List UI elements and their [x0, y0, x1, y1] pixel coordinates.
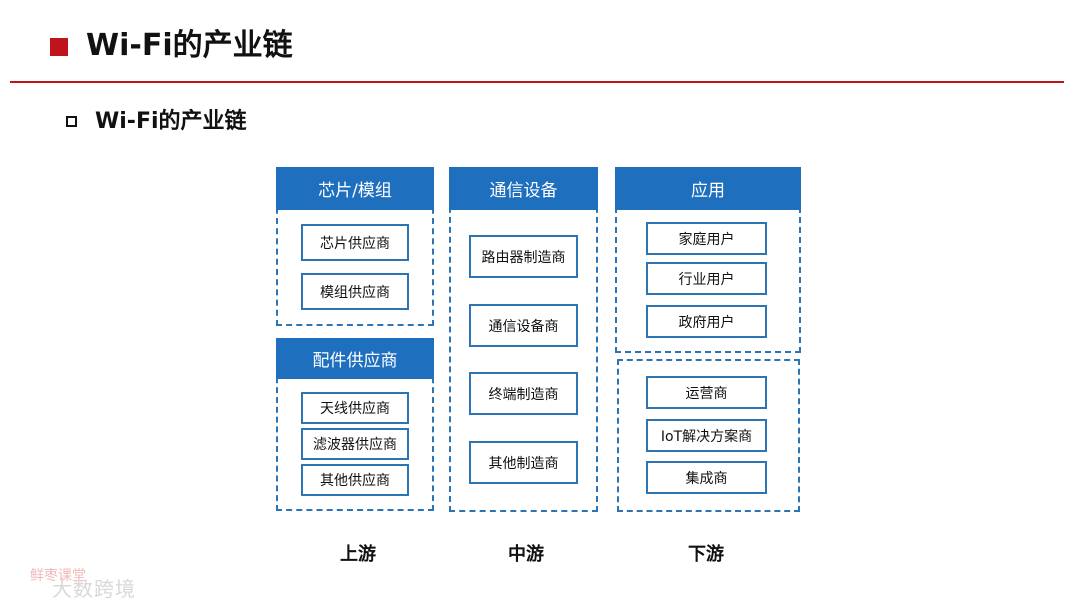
module-supplier-box: 模组供应商: [301, 273, 409, 310]
downstream-provider-panel: [617, 359, 800, 512]
chip-supplier-box: 芯片供应商: [301, 224, 409, 261]
filter-supplier-box: 滤波器供应商: [301, 428, 409, 460]
watermark-text: 大数跨境: [52, 577, 136, 601]
midstream-header: 通信设备: [449, 167, 598, 210]
page-title: Wi-Fi的产业链: [86, 28, 293, 63]
operator-box: 运营商: [646, 376, 767, 409]
downstream-application-header: 应用: [615, 167, 801, 210]
terminal-maker-box: 终端制造商: [469, 372, 578, 415]
home-user-box: 家庭用户: [646, 222, 767, 255]
section-subtitle: Wi-Fi的产业链: [95, 109, 247, 134]
government-user-box: 政府用户: [646, 305, 767, 338]
watermark-top-text: 鲜枣课堂: [30, 568, 86, 584]
industry-user-box: 行业用户: [646, 262, 767, 295]
midstream-label: 中游: [508, 544, 544, 565]
comm-equipment-vendor-box: 通信设备商: [469, 304, 578, 347]
upstream-chip-module-header: 芯片/模组: [276, 167, 434, 210]
title-divider: [10, 81, 1064, 83]
antenna-supplier-box: 天线供应商: [301, 392, 409, 424]
upstream-accessory-header: 配件供应商: [276, 338, 434, 379]
integrator-box: 集成商: [646, 461, 767, 494]
other-maker-box: 其他制造商: [469, 441, 578, 484]
upstream-label: 上游: [340, 544, 376, 565]
title-square-icon: [50, 38, 68, 56]
hollow-square-bullet-icon: [66, 116, 77, 127]
router-maker-box: 路由器制造商: [469, 235, 578, 278]
other-supplier-box: 其他供应商: [301, 464, 409, 496]
iot-solution-provider-box: IoT解决方案商: [646, 419, 767, 452]
downstream-label: 下游: [688, 544, 724, 565]
